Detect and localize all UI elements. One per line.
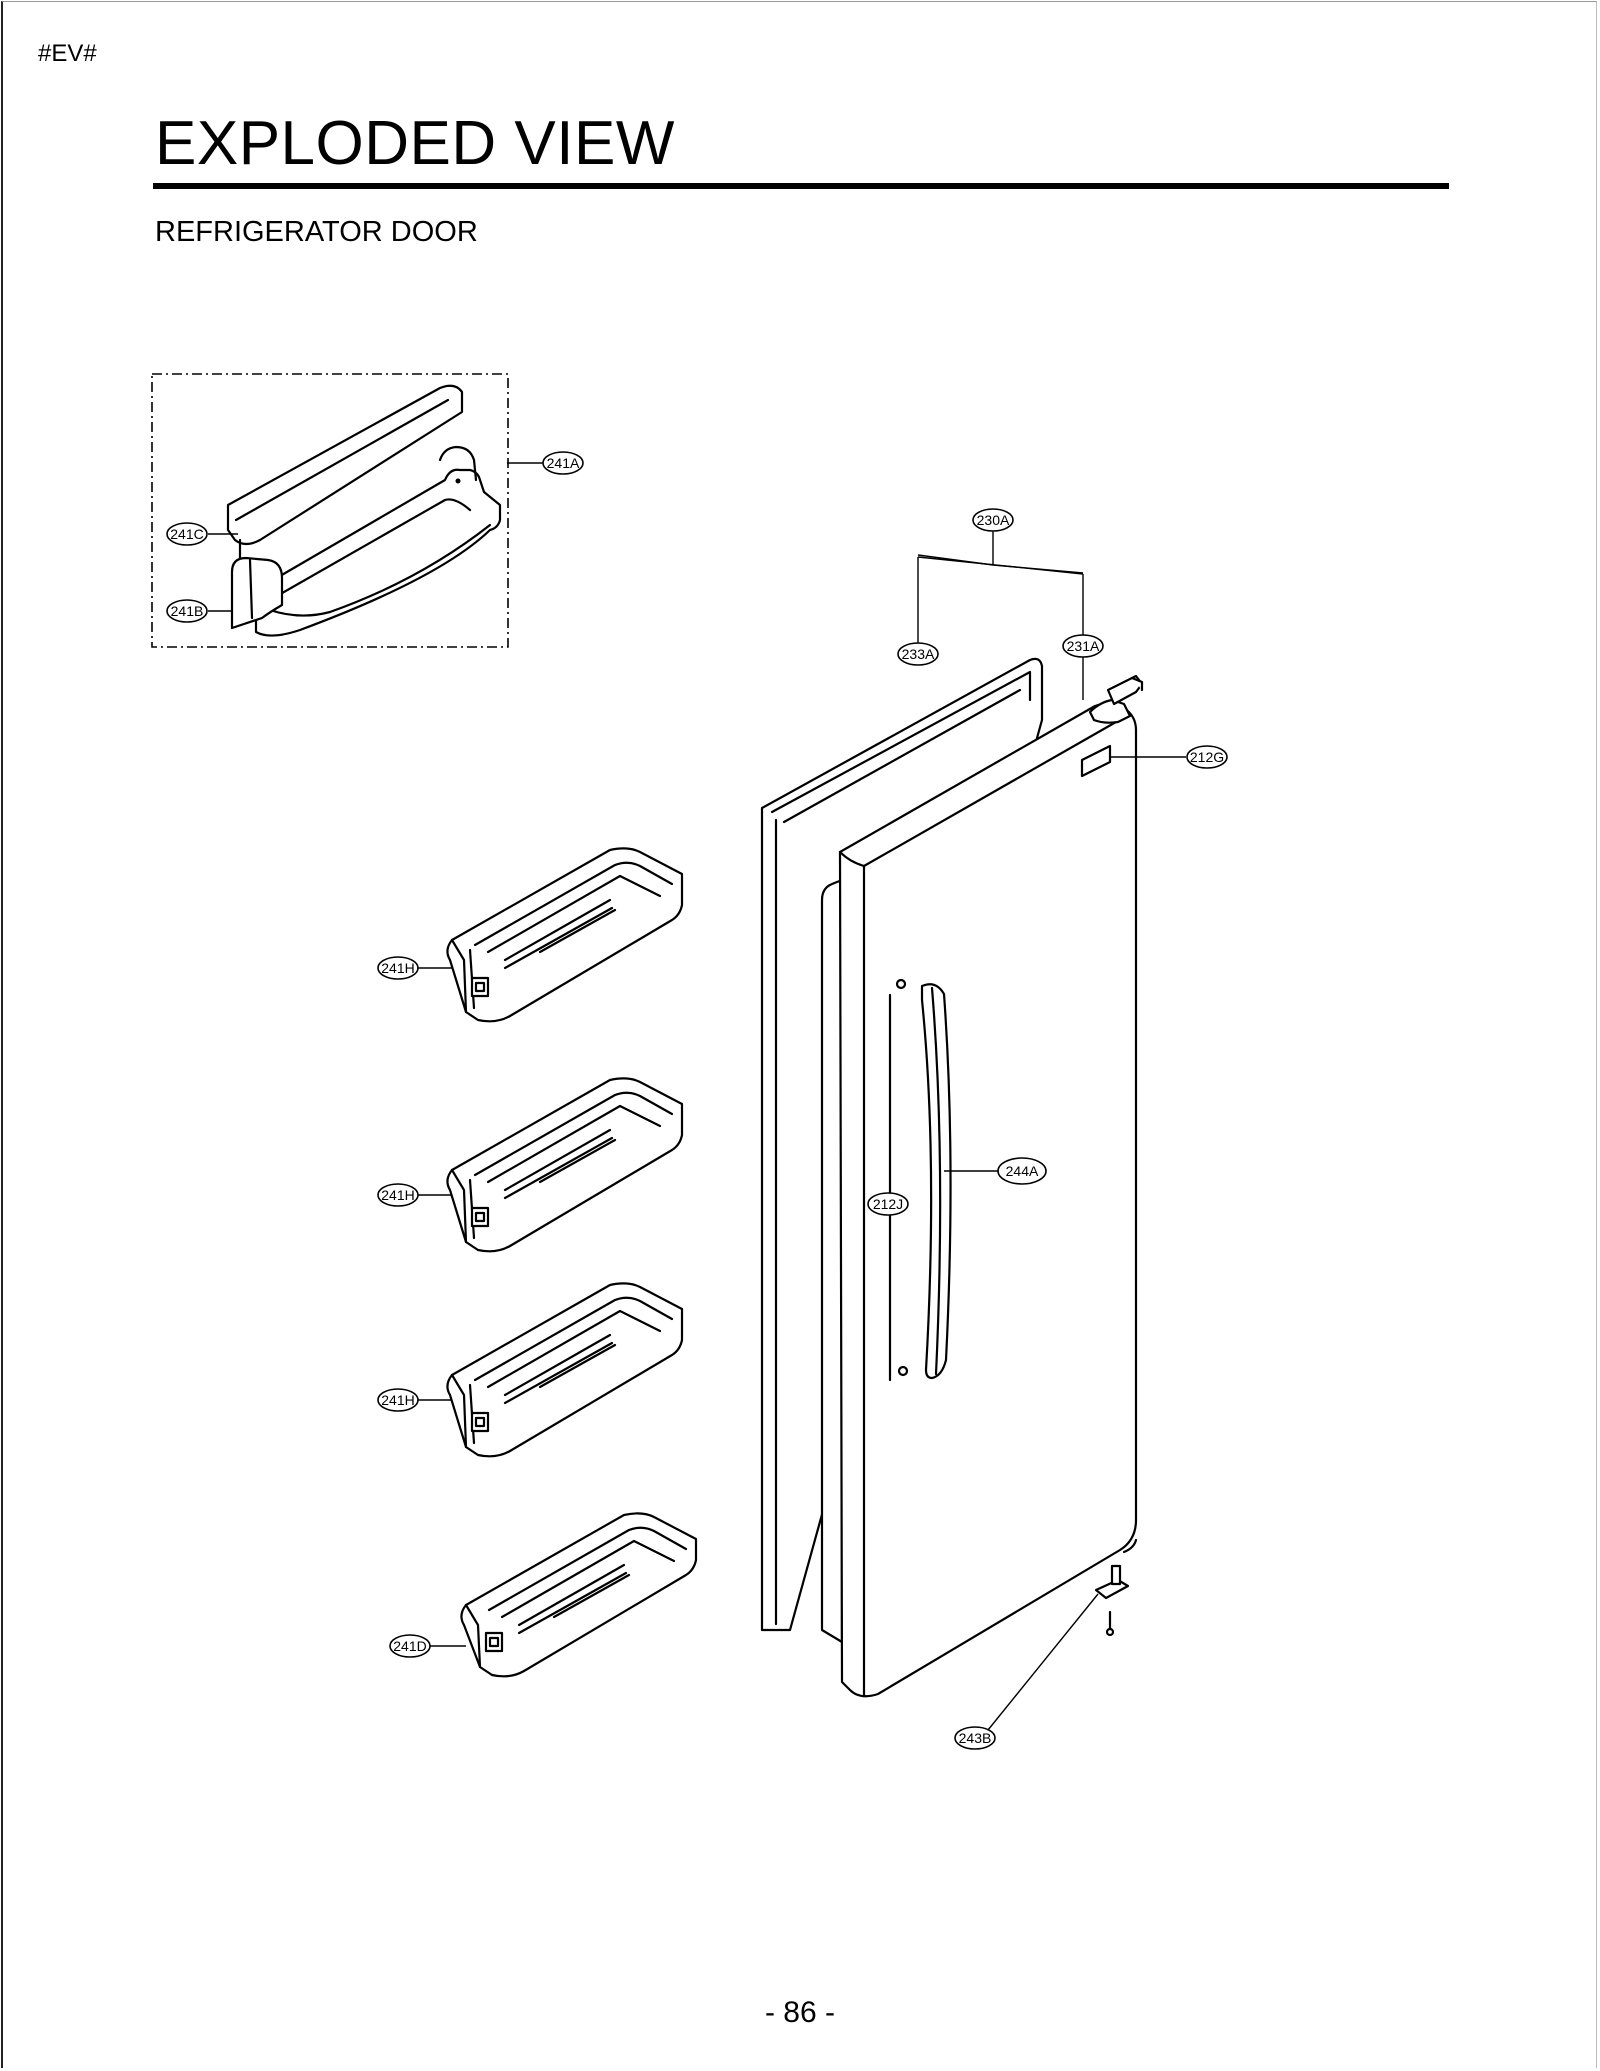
- door-bin-241H-2: [446, 1077, 684, 1253]
- door-bin-241D: [460, 1512, 698, 1678]
- callout-241A: 241A: [542, 451, 584, 475]
- callout-241C: 241C: [166, 522, 208, 546]
- inset-bin-assembly: [151, 373, 509, 648]
- svg-text:233A: 233A: [902, 646, 935, 662]
- svg-text:231A: 231A: [1067, 638, 1100, 654]
- svg-text:241H: 241H: [381, 1187, 414, 1203]
- callout-231A: 231A: [1062, 634, 1104, 658]
- callout-241D: 241D: [389, 1634, 431, 1658]
- svg-text:241B: 241B: [171, 603, 204, 619]
- callout-241B: 241B: [166, 599, 208, 623]
- leader-lines: [208, 462, 1186, 1731]
- svg-text:241H: 241H: [381, 960, 414, 976]
- document-tag: #EV#: [38, 40, 97, 67]
- callout-230A: 230A: [972, 508, 1014, 532]
- callout-212G: 212G: [1186, 745, 1228, 769]
- door-panel: [838, 674, 1144, 1698]
- callout-243B: 243B: [954, 1726, 996, 1750]
- door-handle: [888, 978, 952, 1382]
- svg-text:244A: 244A: [1006, 1163, 1039, 1179]
- callout-233A: 233A: [897, 642, 939, 666]
- door-bin-241H-1: [446, 847, 684, 1023]
- callout-241H-3: 241H: [377, 1388, 419, 1412]
- page-title: EXPLODED VIEW: [155, 109, 675, 178]
- svg-text:243B: 243B: [959, 1730, 992, 1746]
- door-bin-241H-3: [446, 1282, 684, 1458]
- page-number: - 86 -: [764, 1996, 836, 2029]
- svg-text:212J: 212J: [873, 1196, 903, 1212]
- svg-text:241A: 241A: [547, 455, 580, 471]
- svg-text:241C: 241C: [170, 526, 203, 542]
- callout-212J: 212J: [867, 1192, 909, 1216]
- callout-244A: 244A: [997, 1157, 1047, 1185]
- title-rule: [153, 183, 1449, 189]
- bottom-hinge: [1094, 1564, 1130, 1637]
- svg-text:241D: 241D: [393, 1638, 426, 1654]
- svg-text:241H: 241H: [381, 1392, 414, 1408]
- door-liner: [820, 878, 844, 1644]
- callout-241H-1: 241H: [377, 956, 419, 980]
- svg-text:212G: 212G: [1190, 749, 1224, 765]
- svg-text:230A: 230A: [977, 512, 1010, 528]
- callout-241H-2: 241H: [377, 1183, 419, 1207]
- section-subtitle: REFRIGERATOR DOOR: [155, 216, 478, 248]
